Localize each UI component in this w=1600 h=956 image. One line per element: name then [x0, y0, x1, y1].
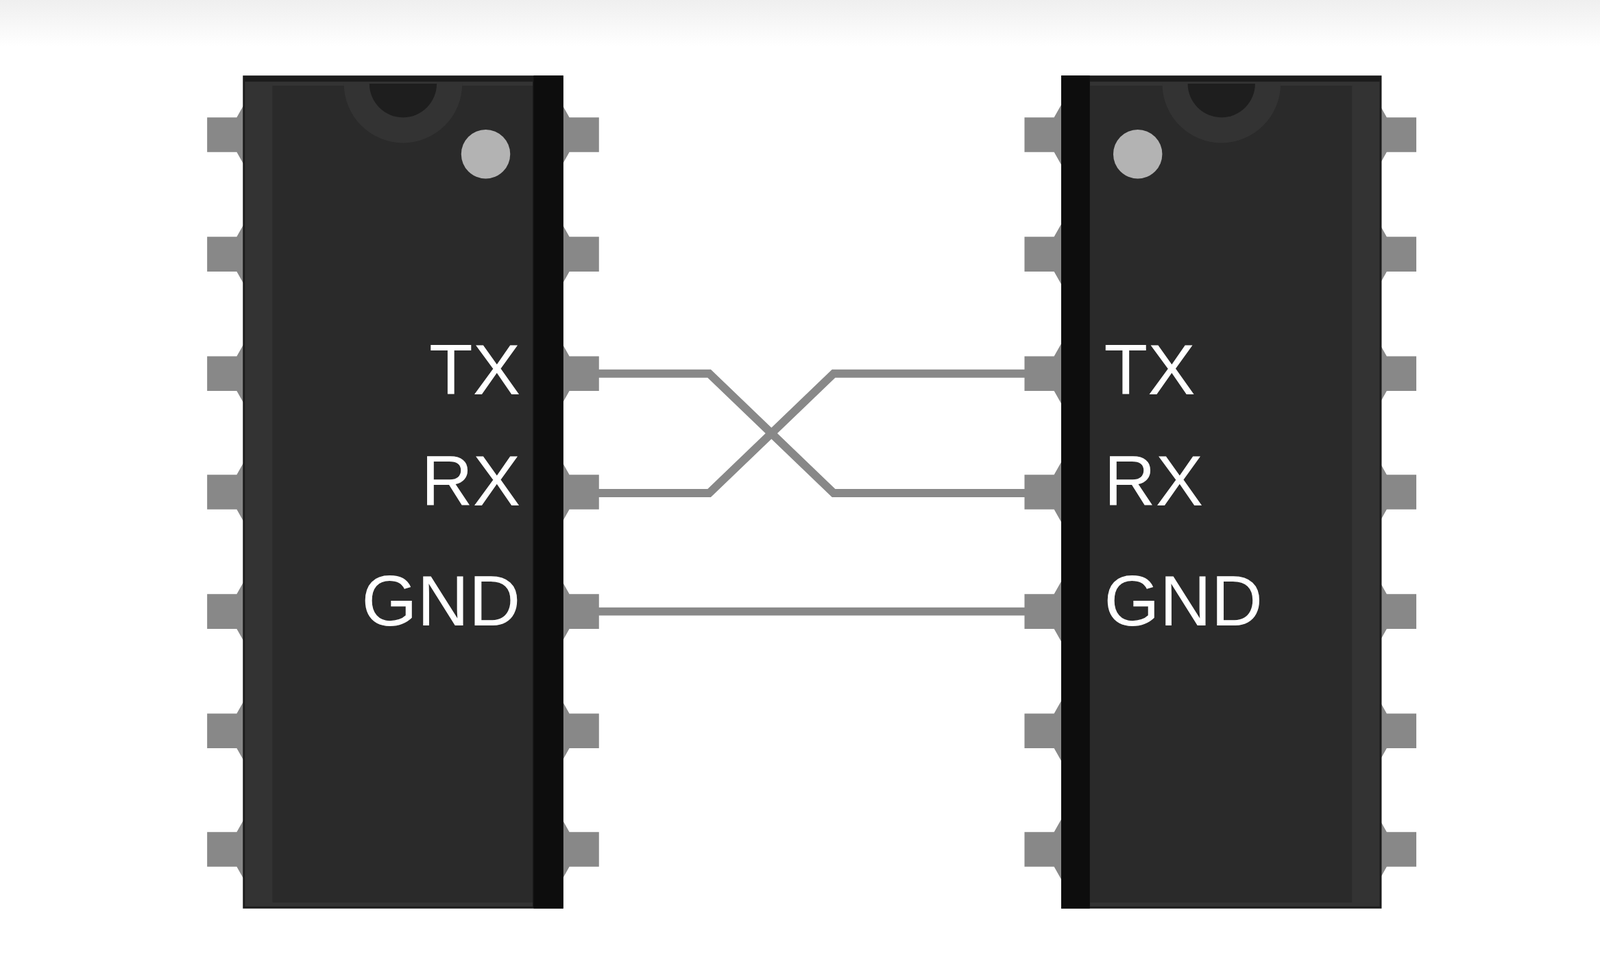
- wire: [595, 373, 1029, 493]
- ic-chip: [1061, 75, 1382, 909]
- chip-face: [272, 85, 533, 903]
- wire-group: [595, 373, 1029, 612]
- chip-face: [1089, 85, 1353, 903]
- chip-notch-inner: [369, 83, 437, 118]
- chip-edge: [533, 75, 563, 909]
- pin-label: GND: [1104, 565, 1264, 637]
- pin1-dot: [461, 129, 511, 179]
- pin1-dot: [1113, 129, 1162, 179]
- chip-body: [1061, 75, 1382, 909]
- chip-bevel: [1089, 81, 1380, 907]
- chip-notch: [344, 83, 463, 143]
- chip-edge: [1061, 75, 1090, 909]
- chip-body: [242, 75, 563, 909]
- wire: [595, 373, 1029, 493]
- pin-label: TX: [429, 333, 521, 406]
- wire: [595, 607, 1029, 616]
- pin-label: RX: [1104, 444, 1204, 517]
- chip-notch: [1161, 83, 1281, 143]
- chip-bevel: [244, 81, 533, 907]
- pin-label: GND: [361, 565, 521, 637]
- chip-notch-inner: [1188, 83, 1256, 118]
- top-band: [0, 0, 1600, 47]
- pin-label: TX: [1104, 333, 1196, 406]
- ic-chip: [242, 75, 563, 909]
- pin-label: RX: [420, 444, 521, 517]
